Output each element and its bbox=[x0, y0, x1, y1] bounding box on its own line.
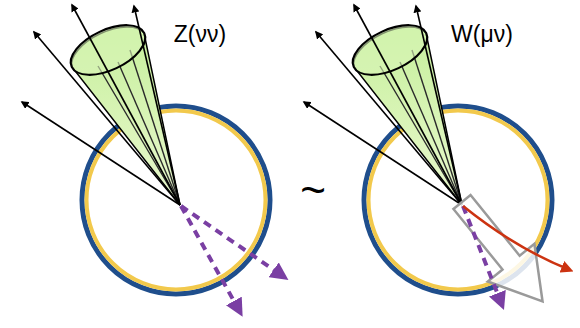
process-label: W(μν) bbox=[451, 22, 513, 47]
muon-track bbox=[463, 206, 570, 270]
process-label: Z(νν) bbox=[174, 22, 226, 47]
missing-momentum-arrow bbox=[439, 183, 566, 320]
similarity-sign: ~ bbox=[300, 166, 326, 214]
neutrino-arrow bbox=[181, 206, 284, 277]
neutrino-arrow bbox=[181, 206, 240, 312]
jet-cone bbox=[22, 5, 180, 205]
jet-cone bbox=[304, 5, 462, 205]
